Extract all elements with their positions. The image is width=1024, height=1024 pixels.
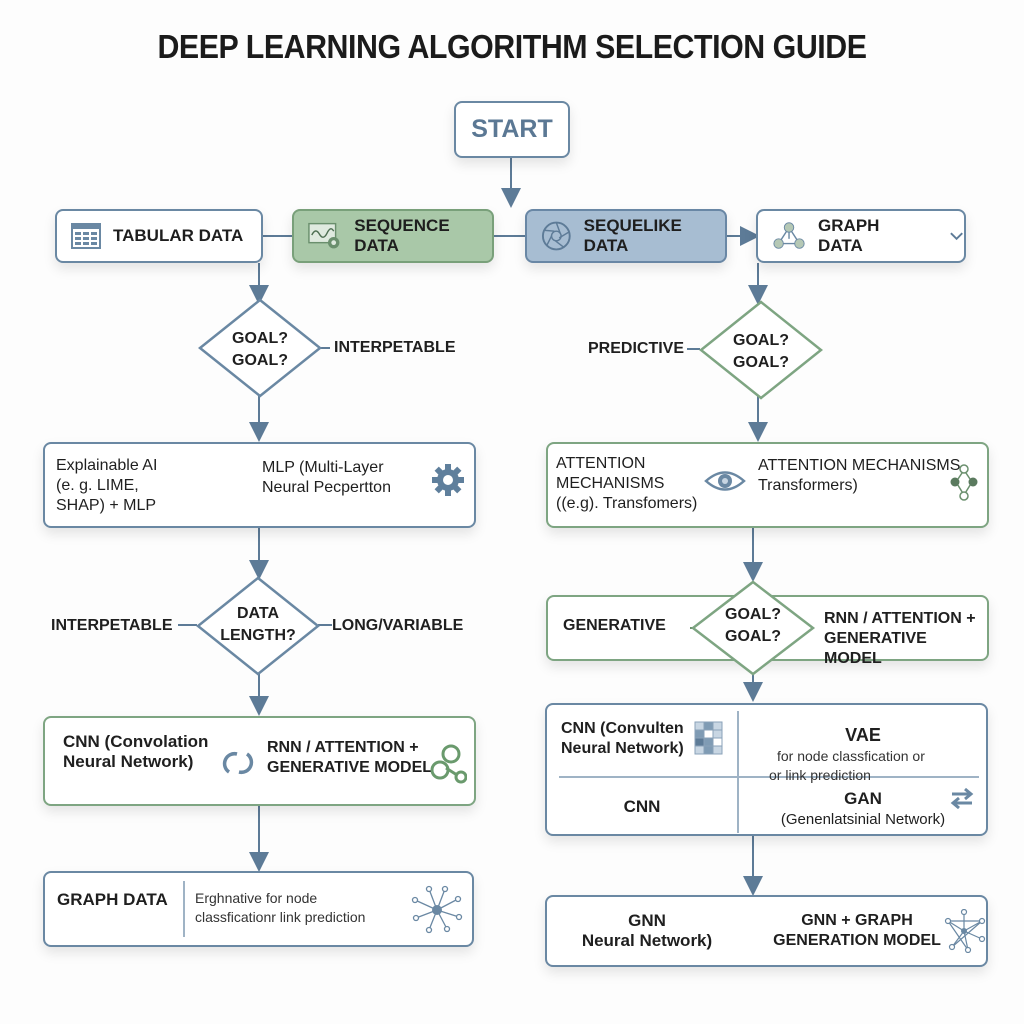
- chart-gear-icon: [308, 222, 340, 249]
- branch-long-variable: LONG/VARIABLE: [332, 617, 464, 634]
- gear-icon: [432, 464, 464, 496]
- decision-line: LENGTH?: [220, 627, 296, 644]
- start-node[interactable]: START: [454, 101, 570, 158]
- decision-diamond-left-2: [196, 576, 320, 676]
- data-type-label: GRAPH DATA: [818, 216, 880, 255]
- result-attention-mechanisms[interactable]: ATTENTION MECHANISMS ((e.g). Transfomers…: [546, 442, 989, 528]
- decision-line: GOAL?: [232, 330, 288, 347]
- grid-top-right-title: VAE: [845, 725, 881, 745]
- text-line: SHAP) + MLP: [56, 497, 157, 514]
- result-right-text: MLP (Multi-Layer Neural Pecpertton: [262, 458, 391, 498]
- data-type-graph[interactable]: GRAPH DATA: [756, 209, 966, 263]
- result-graph-data[interactable]: GRAPH DATA Erghnative for node classfica…: [43, 871, 474, 947]
- decision-line: GOAL?: [733, 354, 789, 371]
- branch-generative: GENERATIVE: [563, 617, 666, 634]
- table-icon: [71, 223, 101, 249]
- text-line: Erghnative for node: [195, 890, 318, 906]
- text-line: GNN: [628, 911, 666, 930]
- result-cnn-rnn[interactable]: CNN (Convolation Neural Network) RNN / A…: [43, 716, 476, 806]
- grid-bottom-right-title: GAN: [844, 789, 882, 808]
- text-line: CNN (Convolation: [63, 732, 209, 751]
- grid-top-left: CNN (Convulten Neural Network): [561, 719, 684, 759]
- text-line: (e. g. LIME,: [56, 477, 139, 494]
- decision-line: GOAL?: [232, 352, 288, 369]
- text-line: GENERATIVE MODEL: [824, 630, 927, 667]
- decision-right-1-text: GOAL? GOAL?: [721, 330, 801, 374]
- text-line: ATTENTION: [556, 455, 646, 472]
- result-right-text: Erghnative for node classficationr link …: [195, 889, 365, 927]
- molecule-icon: [430, 744, 467, 784]
- text-line: Neural Network): [581, 931, 713, 950]
- result-left-text: CNN (Convolation Neural Network): [63, 732, 208, 772]
- result-right-text: RNN / ATTENTION + GENERATIVE MODEL: [267, 738, 432, 778]
- graph-nodes-icon: [773, 222, 805, 249]
- grid-divider-horizontal: [559, 776, 979, 778]
- data-type-label: TABULAR DATA: [113, 226, 244, 245]
- branch-interpretable-2: INTERPETABLE: [51, 617, 173, 634]
- text-line: GNN + GRAPH: [801, 912, 913, 929]
- result-left-text: Explainable AI (e. g. LIME, SHAP) + MLP: [56, 456, 157, 516]
- loop-icon: [222, 751, 254, 775]
- grid-icon: [694, 721, 723, 755]
- text-line: Explainable AI: [56, 457, 158, 474]
- swap-arrows-icon: [950, 787, 974, 809]
- decision-line: GOAL?: [725, 628, 781, 645]
- result-left-text: GRAPH DATA: [57, 890, 168, 909]
- data-type-tabular[interactable]: TABULAR DATA: [55, 209, 263, 263]
- result-right-text: GNN + GRAPH GENERATION MODEL: [767, 911, 947, 951]
- chevron-down-icon[interactable]: [949, 231, 964, 241]
- decision-diamond-right-1: [699, 300, 823, 400]
- data-type-sequence[interactable]: SEQUENCE DATA: [292, 209, 494, 263]
- text-line: ((e.g). Transfomers): [556, 495, 698, 512]
- node-link-icon: [950, 464, 978, 501]
- result-grid[interactable]: CNN (Convulten Neural Network) VAE for n…: [545, 703, 988, 836]
- data-type-label: SEQUELIKE DATA: [583, 216, 682, 255]
- data-type-label: SEQUENCE DATA: [354, 216, 450, 255]
- aperture-icon: [541, 221, 571, 251]
- text-line: classficationr link prediction: [195, 909, 366, 925]
- text-line: Transformers): [758, 477, 858, 494]
- branch-predictive: PREDICTIVE: [588, 340, 685, 357]
- decision-diamond-right-2: [690, 580, 816, 676]
- decision-diamond-left-1: [198, 298, 322, 398]
- text-line: Neural Pecpertton: [262, 479, 391, 496]
- decision-line: GOAL?: [725, 606, 781, 623]
- result-explainable-ai[interactable]: Explainable AI (e. g. LIME, SHAP) + MLP …: [43, 442, 476, 528]
- branch-interpretable: INTERPETABLE: [334, 339, 456, 356]
- decision-left-1-text: GOAL? GOAL?: [220, 328, 300, 372]
- result-gnn[interactable]: GNN Neural Network) GNN + GRAPH GENERATI…: [545, 895, 988, 967]
- text-line: Neural Network): [561, 740, 684, 757]
- text-line: ATTENTION MECHANISMS: [758, 457, 961, 474]
- grid-top-right-sub: for node classfication or or link predic…: [769, 747, 925, 785]
- text-line: CNN (Convulten: [561, 720, 684, 737]
- decision-right-2-text: GOAL? GOAL?: [713, 604, 793, 648]
- text-line: RNN / ATTENTION +: [267, 739, 419, 756]
- page-title: DEEP LEARNING ALGORITHM SELECTION GUIDE: [157, 28, 867, 65]
- start-label: START: [471, 115, 553, 143]
- result-left-text: GNN Neural Network): [547, 911, 747, 951]
- data-type-sequelike[interactable]: SEQUELIKE DATA: [525, 209, 727, 263]
- text-line: GENERATION MODEL: [773, 932, 941, 949]
- decision-line: DATA: [236, 605, 280, 622]
- decision-line: GOAL?: [733, 332, 789, 349]
- text-line: RNN / ATTENTION +: [824, 610, 976, 627]
- decision-left-2-text: DATA LENGTH?: [213, 603, 303, 647]
- result-left-text: ATTENTION MECHANISMS ((e.g). Transfomers…: [556, 454, 697, 514]
- grid-bottom-right-sub: (Genenlatsinial Network): [780, 811, 946, 828]
- text-line: for node classfication or: [777, 748, 925, 764]
- result-right-text: RNN / ATTENTION + GENERATIVE MODEL: [824, 609, 987, 669]
- result-right-text: ATTENTION MECHANISMS Transformers): [758, 456, 960, 496]
- grid-bottom-left: CNN: [623, 797, 661, 816]
- eye-icon: [704, 471, 746, 491]
- text-line: MLP (Multi-Layer: [262, 459, 384, 476]
- network-star-icon: [411, 885, 463, 934]
- divider: [183, 881, 185, 937]
- text-line: MECHANISMS: [556, 475, 665, 492]
- text-line: GENERATIVE MODEL: [267, 759, 433, 776]
- network-mesh-icon: [944, 909, 986, 953]
- grid-divider-vertical: [737, 711, 739, 833]
- text-line: Neural Network): [63, 752, 194, 771]
- text-line: or link prediction: [769, 767, 871, 783]
